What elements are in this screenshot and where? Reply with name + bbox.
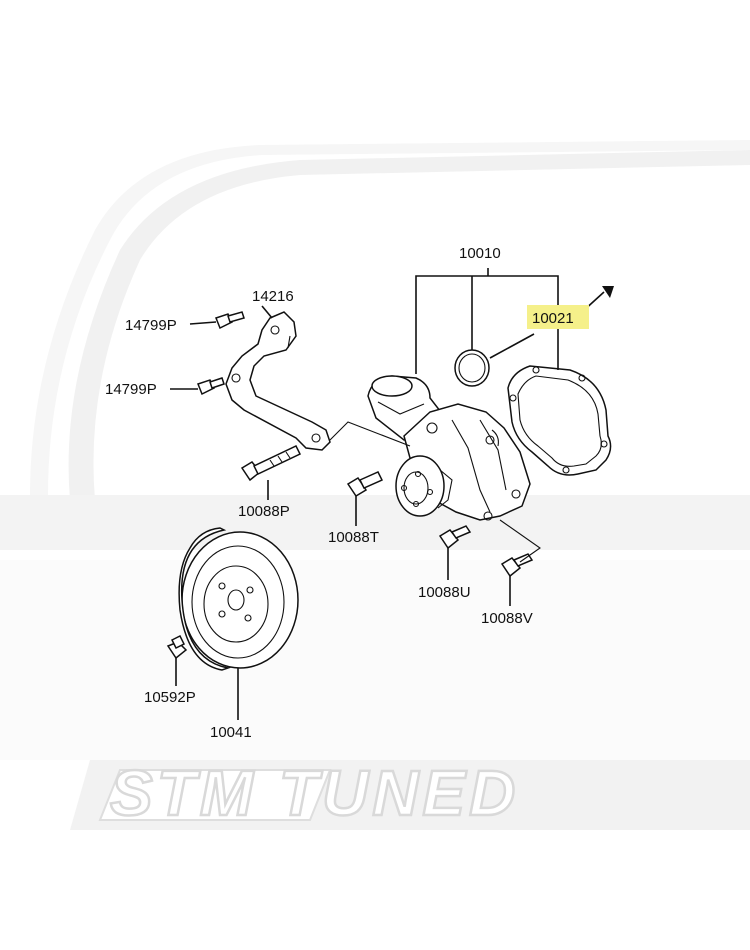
bolt-10088P <box>240 445 302 482</box>
water-pump-10010 <box>367 375 531 521</box>
bolt-14799P-upper <box>215 311 245 330</box>
callout-14799P-upper: 14799P <box>125 317 177 334</box>
pulley-10041 <box>178 527 299 671</box>
callout-10041: 10041 <box>210 724 252 741</box>
bolt-14799P-lower <box>197 377 225 396</box>
bolt-10592P <box>166 634 188 660</box>
callout-10088U: 10088U <box>418 584 471 601</box>
bolt-10088T <box>346 471 384 498</box>
callout-10088V: 10088V <box>481 610 533 627</box>
callout-10592P: 10592P <box>144 689 196 706</box>
callout-10021: 10021 <box>532 310 574 327</box>
watermark-text: STM TUNED <box>110 757 519 829</box>
callout-14216: 14216 <box>252 288 294 305</box>
callout-10010: 10010 <box>459 245 501 262</box>
gasket-10021 <box>507 365 612 476</box>
callout-14799P-lower: 14799P <box>105 381 157 398</box>
highlight-10021 <box>527 305 589 329</box>
callout-10088T: 10088T <box>328 529 379 546</box>
callout-10088P: 10088P <box>238 503 290 520</box>
watermark-background <box>0 140 750 830</box>
bolt-10088U <box>438 525 472 550</box>
o-ring <box>454 349 490 387</box>
bracket-14216 <box>225 311 331 451</box>
